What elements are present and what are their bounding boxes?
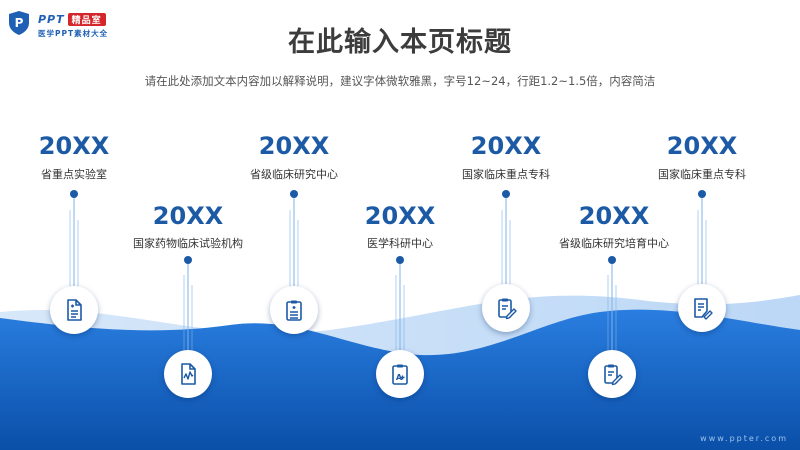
milestone-icon-circle[interactable] — [50, 286, 98, 334]
clipboard-a-plus-icon: A — [392, 364, 408, 385]
milestone-label: 省级临床研究培育中心 — [559, 237, 669, 250]
clipboard-list-icon — [286, 300, 302, 321]
chart-document-icon — [181, 363, 196, 385]
logo-badge: 精品室 — [67, 13, 106, 26]
document-pen-icon — [694, 298, 713, 320]
milestone-dot — [290, 190, 298, 198]
milestone-icon-circle[interactable] — [482, 284, 530, 332]
milestone-label: 省级临床研究中心 — [250, 168, 338, 181]
connector-lines — [69, 196, 707, 350]
milestone-year: 20XX — [470, 132, 542, 160]
footer-url: www.ppter.com — [700, 434, 788, 443]
milestone-icon-circle[interactable]: A — [376, 350, 424, 398]
milestone-year: 20XX — [258, 132, 330, 160]
svg-text:P: P — [15, 16, 24, 30]
page-subtitle: 请在此处添加文本内容加以解释说明，建议字体微软雅黑，字号12~24，行距1.2~… — [144, 74, 656, 88]
milestone-dots — [70, 190, 706, 264]
milestone-dot — [70, 190, 78, 198]
milestone-label: 省重点实验室 — [41, 168, 107, 181]
page-title: 在此输入本页标题 — [288, 27, 512, 58]
milestone-year: 20XX — [666, 132, 738, 160]
svg-text:A: A — [396, 373, 403, 382]
milestone-dot — [184, 256, 192, 264]
milestone-dot — [396, 256, 404, 264]
milestone-year: 20XX — [152, 202, 224, 230]
milestone-year: 20XX — [38, 132, 110, 160]
milestone-dot — [698, 190, 706, 198]
milestone-dot — [502, 190, 510, 198]
milestone-label: 国家临床重点专科 — [462, 168, 550, 181]
milestone-dot — [608, 256, 616, 264]
document-plus-icon — [67, 299, 82, 321]
milestone-icon-circle[interactable] — [164, 350, 212, 398]
milestone-year: 20XX — [364, 202, 436, 230]
milestone-label: 国家临床重点专科 — [658, 168, 746, 181]
logo-tagline: 医学PPT素材大全 — [38, 29, 109, 38]
clipboard-pen-icon — [498, 298, 517, 320]
clipboard-pen-icon — [604, 364, 623, 386]
milestone-icon-circle[interactable] — [270, 286, 318, 334]
milestone-icon-circle[interactable] — [588, 350, 636, 398]
milestone-label: 医学科研中心 — [367, 237, 433, 250]
milestone-label: 国家药物临床试验机构 — [133, 237, 243, 250]
milestone-icon-circle[interactable] — [678, 284, 726, 332]
milestone-year: 20XX — [578, 202, 650, 230]
shield-logo-icon: P — [9, 11, 29, 35]
